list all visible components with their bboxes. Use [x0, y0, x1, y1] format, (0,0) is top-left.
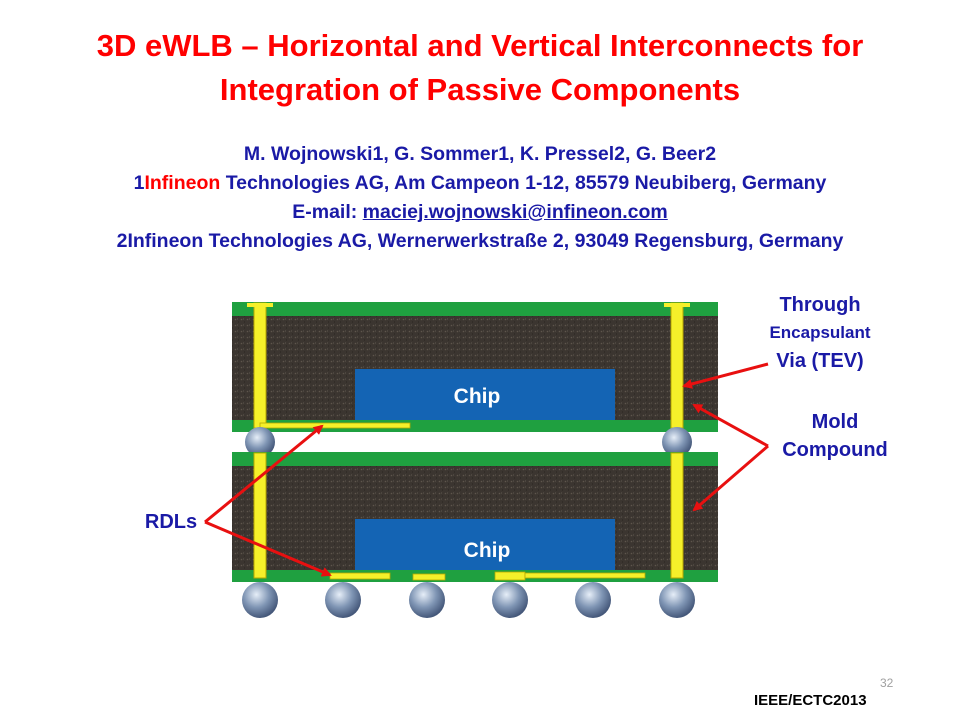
- top-right-tev-pad: [664, 303, 690, 307]
- email-label: E-mail:: [292, 201, 363, 223]
- top-chip: [355, 369, 615, 420]
- affiliation-2: 2Infineon Technologies AG, Wernerwerkstr…: [116, 230, 844, 252]
- solder-ball: [492, 582, 528, 618]
- affiliation-1-number: 1: [133, 172, 145, 194]
- email-link[interactable]: maciej.wojnowski@infineon.com: [362, 201, 668, 223]
- callout-arrows: [204, 362, 769, 577]
- mold-label-line-1: Mold: [811, 411, 859, 433]
- affiliation-1: 1Infineon Technologies AG, Am Campeon 1-…: [0, 169, 960, 198]
- bottom-chip: [355, 519, 615, 570]
- bottom-rdl-3: [494, 571, 526, 581]
- tev-label-line-1: Through: [779, 294, 861, 316]
- page-number: 32: [880, 676, 894, 690]
- company-name: Infineon: [144, 172, 221, 194]
- tev-arrow: [682, 362, 769, 389]
- top-right-tev: [670, 302, 684, 429]
- solder-ball: [325, 582, 361, 618]
- affiliation-1-address: Technologies AG, Am Campeon 1-12, 85579 …: [220, 172, 827, 194]
- footer-citation: IEEE/ECTC2013: [754, 692, 867, 709]
- mold-label-line-2: Compound: [782, 439, 888, 461]
- tev-label: Through Encapsulant Via (TEV): [748, 291, 892, 375]
- mold-compound-label: Mold Compound: [765, 408, 905, 464]
- title-line-1: 3D eWLB – Horizontal and Vertical Interc…: [96, 28, 864, 63]
- title-line-2: Integration of Passive Components: [219, 72, 741, 107]
- solder-ball: [409, 582, 445, 618]
- bottom-rdl-1: [329, 572, 391, 580]
- email-line: E-mail: maciej.wojnowski@infineon.com: [0, 198, 960, 227]
- mold-arrow-upper: [692, 403, 769, 448]
- slide-title: 3D eWLB – Horizontal and Vertical Interc…: [0, 24, 960, 112]
- mold-arrow-lower: [692, 444, 769, 512]
- top-solder-ball-left: [245, 427, 275, 457]
- top-solder-ball-right: [662, 427, 692, 457]
- bottom-substrate-upper: [232, 452, 718, 466]
- bottom-rdl-2: [412, 573, 446, 581]
- top-left-tev-pad: [247, 303, 273, 307]
- bottom-package: Chip: [232, 452, 718, 582]
- rdl-arrow-lower: [204, 520, 332, 577]
- solder-ball: [242, 582, 278, 618]
- bottom-chip-label: Chip: [464, 539, 511, 562]
- bottom-right-tev: [670, 452, 684, 579]
- bottom-solder-balls: [242, 582, 695, 618]
- top-chip-label: Chip: [454, 385, 501, 408]
- rdls-label: RDLs: [144, 511, 198, 533]
- rdl-arrow-upper: [204, 424, 324, 524]
- top-package: Chip: [232, 302, 718, 432]
- bottom-rdl-4: [524, 572, 646, 579]
- solder-ball: [575, 582, 611, 618]
- tev-label-line-3: Via (TEV): [776, 350, 864, 372]
- solder-ball: [659, 582, 695, 618]
- top-rdl: [259, 422, 411, 429]
- top-substrate-upper: [232, 302, 718, 316]
- authors-block: M. Wojnowski1, G. Sommer1, K. Pressel2, …: [0, 140, 960, 256]
- tev-label-line-2: Encapsulant: [769, 323, 871, 342]
- top-left-tev: [253, 302, 267, 429]
- author-names: M. Wojnowski1, G. Sommer1, K. Pressel2, …: [243, 143, 717, 165]
